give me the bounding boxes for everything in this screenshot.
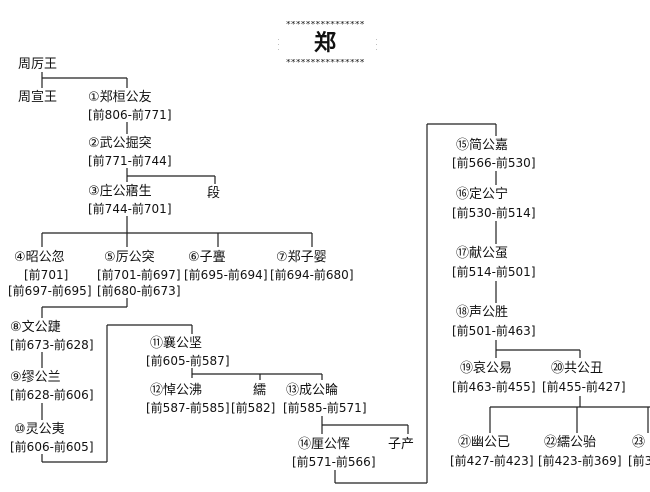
person-name: ③庄公寤生 [88,184,152,199]
person-name: ⑮简公嘉 [456,138,509,153]
person-date: [前585-前571] [283,401,367,415]
person-date: [前744-前701] [88,202,172,216]
person-date: [前571-前566] [292,455,376,469]
person-date: [前673-前628] [10,338,94,352]
person-date: [前582] [231,401,276,415]
person-name: ㉑幽公已 [458,435,511,450]
person-name: ⑤厉公突 [104,250,155,265]
person-date: [前3 [628,454,650,468]
person-name: ④昭公忽 [14,250,65,265]
person-name: ①郑桓公友 [88,90,152,105]
person-date: [前701-前697] [97,268,181,282]
person-date: [前530-前514] [452,206,536,220]
person-date: [前771-前744] [88,154,172,168]
person-name: ⑲哀公易 [460,361,513,376]
person-date: [前566-前530] [452,156,536,170]
person-name: ⑪襄公坚 [150,336,203,351]
person-date: [前463-前455] [452,380,536,394]
person-name: ②武公掘突 [88,136,152,151]
person-date: [前695-前694] [184,268,268,282]
person-name: ⑱声公胜 [456,305,509,320]
person-date: [前628-前606] [10,388,94,402]
person-zichan: 子产 [388,437,415,452]
person-date: [前427-前423] [450,454,534,468]
person-date: [前694-前680] [270,268,354,282]
person-duan: 段 [207,186,221,201]
person-name: ⑯定公宁 [456,187,509,202]
person-name: ㉒繻公骀 [544,435,597,450]
person-zhouliwang: 周厉王 [18,57,58,72]
person-date: [前423-前369] [538,454,622,468]
title-border-right: *** [371,36,377,52]
person-date: [前806-前771] [88,108,172,122]
person-name: ⑰献公虿 [456,246,509,261]
person-zhouxuanwang: 周宣王 [18,90,58,105]
person-name: ⑫悼公沸 [150,383,203,398]
person-date: [前514-前501] [452,265,536,279]
person-name: ⑩灵公夷 [14,422,65,437]
person-name: ㉓ [632,435,646,450]
person-date: [前701] [24,268,69,282]
person-date: [前455-前427] [542,380,626,394]
title-border-left: *** [273,36,279,52]
title-border-bottom: **************** [285,59,365,68]
person-name: ⑭厘公恽 [298,437,351,452]
person-date: [前501-前463] [452,324,536,338]
person-name: ⑥子亹 [188,250,226,265]
person-date: [前680-前673] [97,284,181,298]
person-date: [前587-前585] [146,401,230,415]
title-border-top: **************** [285,21,365,30]
title-box: **************** *** 郑 *** *************… [273,21,377,68]
person-name: ⑬成公睔 [286,383,339,398]
person-date: [前697-前695] [8,284,92,298]
person-name: ⑧文公踕 [10,320,61,335]
person-name: ⑨缪公兰 [10,370,61,385]
person-name: ⑦郑子婴 [276,250,327,265]
person-date: [前605-前587] [146,354,230,368]
person-date: [前606-前605] [10,440,94,454]
person-name: ⑳共公丑 [551,361,604,376]
person-name: 繻 [253,383,267,398]
page-title: 郑 [313,30,336,56]
